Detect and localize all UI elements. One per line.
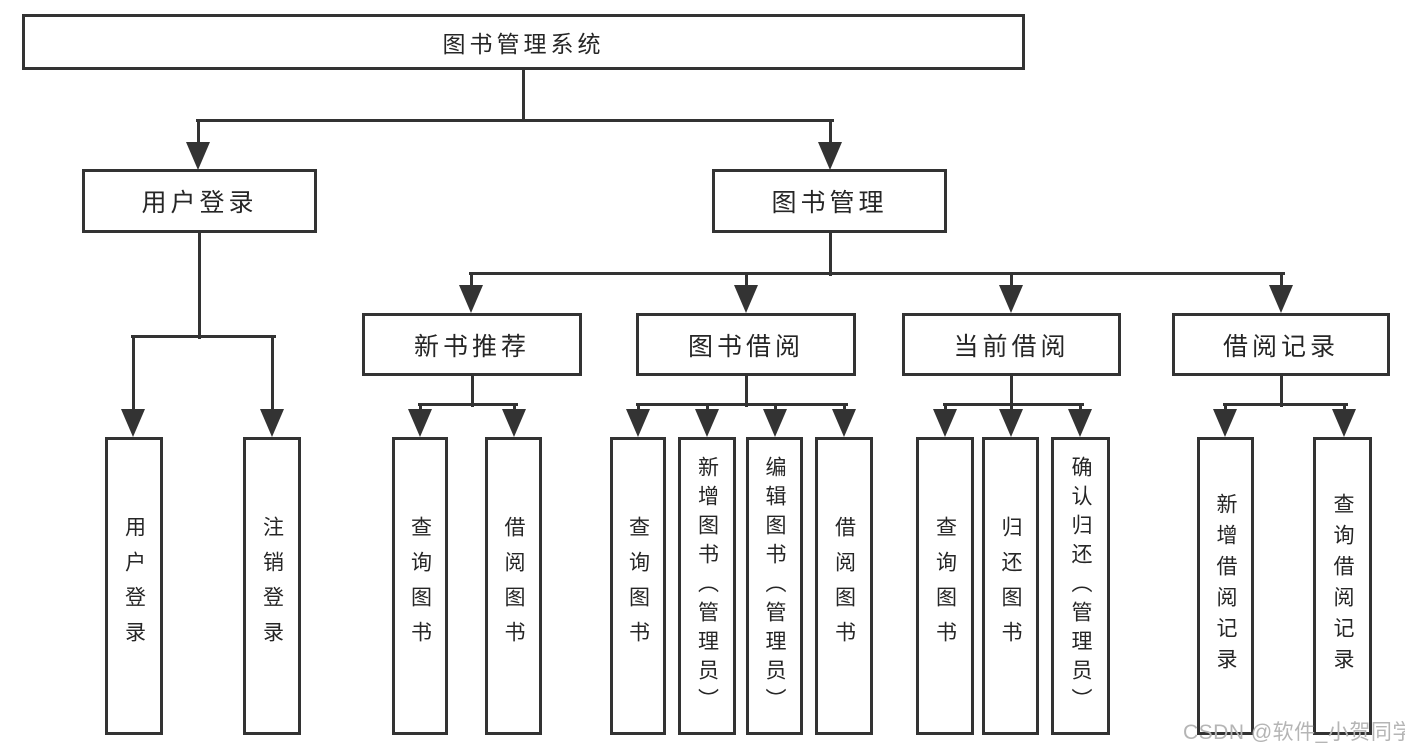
- connector-line: [1009, 404, 1013, 413]
- node-label: 确认归还（管理员）: [1069, 455, 1092, 717]
- connector-line: [417, 402, 518, 406]
- arrowhead-down-icon: [1269, 285, 1293, 313]
- connector-line: [636, 404, 640, 413]
- watermark-text: CSDN @软件_小贺同学: [1183, 721, 1405, 744]
- node-l3-book-borrow: 图书借阅: [636, 313, 856, 376]
- connector-line: [744, 376, 748, 407]
- node-root: 图书管理系统: [22, 14, 1025, 70]
- connector-line: [842, 404, 846, 413]
- node-leaf-bor-query-books: 查询图书: [610, 437, 666, 735]
- connector-line: [197, 233, 201, 339]
- node-label: 新增图书（管理员）: [695, 455, 719, 717]
- node-leaf-cur-return-books: 归还图书: [982, 437, 1039, 735]
- arrowhead-down-icon: [695, 409, 719, 437]
- arrowhead-down-icon: [734, 285, 758, 313]
- arrowhead-down-icon: [933, 409, 957, 437]
- connector-line: [635, 402, 848, 406]
- node-label: 注销登录: [260, 516, 284, 656]
- node-label: 归还图书: [999, 516, 1022, 656]
- arrowhead-down-icon: [186, 142, 210, 170]
- node-leaf-rec-query-books: 查询图书: [392, 437, 448, 735]
- arrowhead-down-icon: [999, 285, 1023, 313]
- connector-line: [1009, 273, 1013, 289]
- connector-line: [131, 336, 135, 413]
- arrowhead-down-icon: [1068, 409, 1092, 437]
- node-leaf-logout: 注销登录: [243, 437, 301, 735]
- node-leaf-rec-borrow-books: 借阅图书: [485, 437, 542, 735]
- node-leaf-user-login: 用户登录: [105, 437, 163, 735]
- node-label: 借阅图书: [832, 516, 856, 656]
- arrowhead-down-icon: [818, 142, 842, 170]
- node-label: 查询图书: [933, 516, 957, 656]
- node-label: 图书管理: [771, 189, 888, 217]
- arrowhead-down-icon: [502, 409, 526, 437]
- connector-line: [270, 336, 274, 413]
- node-label: 当前借阅: [953, 332, 1070, 361]
- node-leaf-bor-edit-books: 编辑图书（管理员）: [746, 437, 803, 735]
- arrowhead-down-icon: [763, 409, 787, 437]
- node-leaf-rec2-query-record: 查询借阅记录: [1313, 437, 1372, 735]
- connector-line: [1009, 376, 1013, 407]
- connector-line: [521, 70, 525, 122]
- arrowhead-down-icon: [459, 285, 483, 313]
- connector-line: [418, 404, 422, 413]
- arrowhead-down-icon: [121, 409, 145, 437]
- connector-line: [130, 334, 276, 338]
- connector-line: [1279, 376, 1283, 407]
- connector-line: [468, 271, 1285, 275]
- node-label: 借阅记录: [1222, 332, 1339, 361]
- node-l2-user-login: 用户登录: [82, 169, 317, 233]
- arrowhead-down-icon: [1213, 409, 1237, 437]
- connector-line: [942, 402, 1084, 406]
- node-label: 借阅图书: [502, 516, 525, 656]
- arrowhead-down-icon: [260, 409, 284, 437]
- node-leaf-bor-add-books: 新增图书（管理员）: [678, 437, 736, 735]
- node-l3-new-book-rec: 新书推荐: [362, 313, 582, 376]
- connector-line: [828, 120, 832, 146]
- node-leaf-bor-borrow-books: 借阅图书: [815, 437, 873, 735]
- node-label: 图书借阅: [687, 332, 804, 361]
- arrowhead-down-icon: [626, 409, 650, 437]
- connector-line: [828, 233, 832, 276]
- node-label: 编辑图书（管理员）: [763, 455, 786, 717]
- connector-line: [1222, 402, 1348, 406]
- connector-line: [1279, 273, 1283, 289]
- node-label: 新书推荐: [413, 332, 530, 361]
- node-label: 查询借阅记录: [1331, 493, 1354, 679]
- node-label: 图书管理系统: [442, 31, 605, 57]
- node-l3-borrow-records: 借阅记录: [1172, 313, 1390, 376]
- arrowhead-down-icon: [408, 409, 432, 437]
- connector-line: [773, 404, 777, 413]
- node-leaf-cur-confirm-return: 确认归还（管理员）: [1051, 437, 1110, 735]
- connector-line: [744, 273, 748, 289]
- connector-line: [512, 404, 516, 413]
- connector-line: [1223, 404, 1227, 413]
- connector-line: [470, 376, 474, 407]
- node-label: 用户登录: [141, 189, 258, 217]
- node-l2-book-mgmt: 图书管理: [712, 169, 947, 233]
- connector-line: [469, 273, 473, 289]
- arrowhead-down-icon: [832, 409, 856, 437]
- connector-line: [943, 404, 947, 413]
- connector-line: [1342, 404, 1346, 413]
- arrowhead-down-icon: [1332, 409, 1356, 437]
- connector-line: [195, 118, 834, 122]
- node-leaf-rec2-add-record: 新增借阅记录: [1197, 437, 1254, 735]
- node-label: 查询图书: [408, 516, 432, 656]
- node-l3-current-borrow: 当前借阅: [902, 313, 1121, 376]
- node-label: 查询图书: [626, 516, 650, 656]
- arrowhead-down-icon: [999, 409, 1023, 437]
- connector-line: [1078, 404, 1082, 413]
- node-label: 用户登录: [122, 516, 146, 656]
- node-label: 新增借阅记录: [1214, 493, 1237, 679]
- connector-line: [705, 404, 709, 413]
- node-leaf-cur-query-books: 查询图书: [916, 437, 974, 735]
- connector-line: [196, 120, 200, 146]
